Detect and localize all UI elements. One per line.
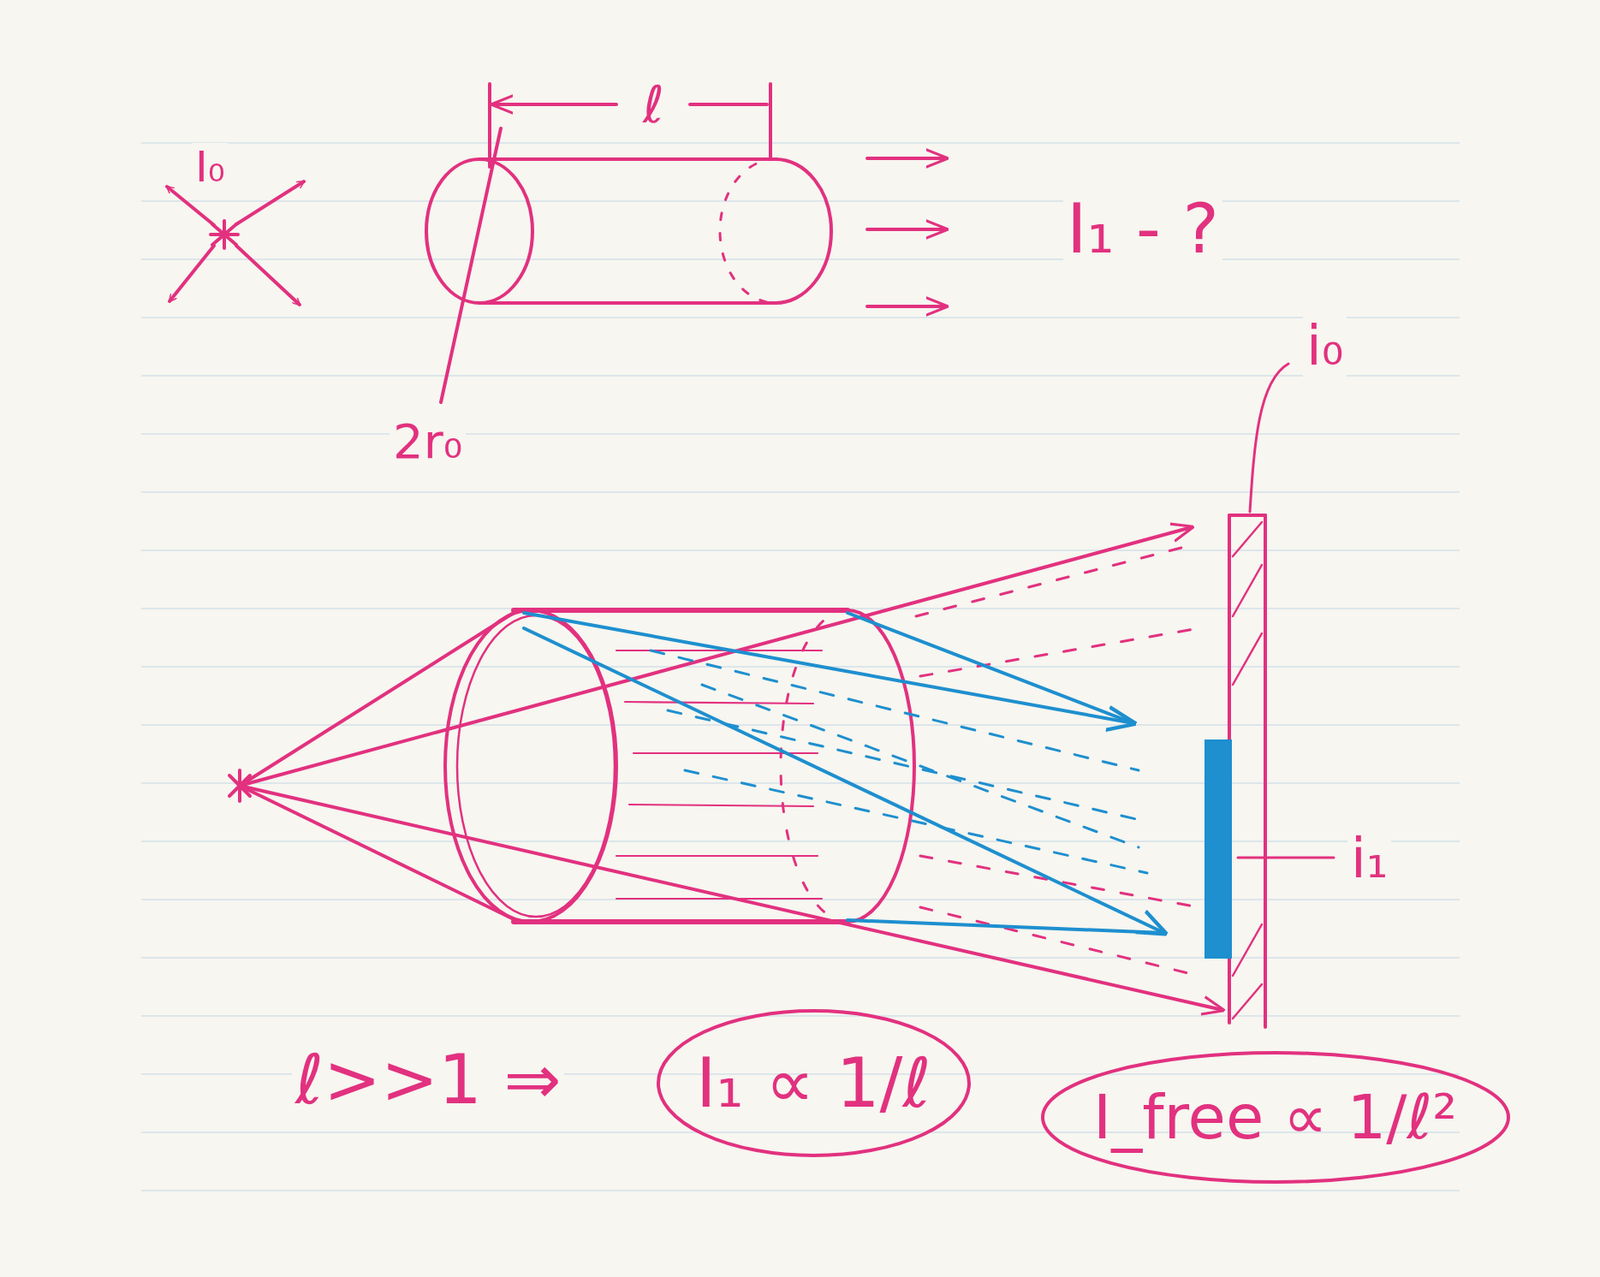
ruled-lines: [141, 374, 1460, 377]
ruled-lines: [141, 840, 1460, 843]
tube-bottom: [445, 610, 617, 922]
tube-top: [440, 128, 501, 403]
tube-bottom: [239, 612, 514, 786]
blue-rays: [847, 920, 1165, 934]
point-source-top: [166, 186, 215, 226]
ruled-lines: [141, 433, 1460, 435]
tube-bottom: [624, 701, 814, 704]
screen: [1232, 924, 1262, 976]
ruled-lines: [141, 316, 1460, 319]
dimension-length: [768, 83, 773, 159]
ruled-lines: [141, 142, 1460, 144]
dimension-length: [493, 102, 617, 107]
tube-bottom: [920, 629, 1195, 677]
tube-top: [867, 227, 946, 232]
tube-top: [479, 301, 776, 305]
sketch-label: I₀: [191, 142, 229, 193]
tube-bottom: [513, 607, 848, 613]
blue-rays: [701, 684, 1139, 848]
tube-top: [479, 157, 776, 161]
sketch-label: i₀: [1302, 315, 1347, 379]
tube-top: [719, 159, 776, 304]
ruled-lines: [141, 491, 1460, 494]
screen: [1263, 515, 1267, 1028]
blue-rays: [1204, 739, 1232, 959]
tube-top: [867, 156, 946, 161]
sketch-label: 2r₀: [389, 414, 466, 470]
formula-text: I₁ ∝ 1/ℓ: [695, 1044, 932, 1124]
tube-top: [867, 304, 946, 309]
tube-top: [775, 159, 832, 304]
circled-formula: I_free ∝ 1/ℓ²: [1040, 1050, 1511, 1185]
tube-bottom: [629, 804, 814, 807]
circled-formula: I₁ ∝ 1/ℓ: [655, 1008, 972, 1159]
tube-bottom: [915, 547, 1182, 617]
sketch-label: ℓ>>1 ⇒: [291, 1040, 565, 1120]
ruled-lines: [141, 898, 1460, 901]
point-source-top: [236, 181, 304, 225]
ruled-lines: [141, 957, 1460, 959]
blue-rays: [523, 628, 1165, 934]
dimension-length: [487, 83, 492, 167]
tube-bottom: [920, 907, 1199, 976]
ruled-lines: [141, 782, 1460, 785]
tube-bottom: [229, 527, 1223, 1011]
blue-rays: [847, 612, 1134, 724]
blue-rays: [667, 710, 1148, 822]
sketch-label: i₁: [1347, 827, 1392, 892]
ruled-lines: [141, 258, 1460, 261]
point-source-top: [166, 181, 304, 305]
tube-bottom: [616, 898, 822, 900]
blue-rays: [684, 770, 1148, 874]
point-source-top: [236, 245, 300, 305]
screen: [1237, 856, 1334, 860]
screen: [1249, 363, 1289, 512]
tube-bottom: [915, 547, 1199, 976]
ruled-lines: [141, 142, 1460, 1191]
screen: [1232, 522, 1262, 557]
blue-rays: [523, 612, 1232, 959]
tube-bottom: [239, 785, 514, 920]
blue-rays: [650, 650, 1139, 771]
ruled-lines: [141, 666, 1460, 668]
ruled-lines: [141, 1015, 1460, 1018]
tube-bottom: [239, 785, 1223, 1011]
dimension-length: [689, 102, 768, 107]
ruled-lines: [141, 200, 1460, 203]
screen: [1232, 633, 1262, 685]
screen: [1229, 363, 1334, 1028]
tube-bottom: [239, 527, 1192, 786]
dimension-length: [489, 83, 771, 167]
blue-rays: [523, 612, 1134, 724]
sketch-label: ℓ: [639, 75, 668, 135]
ruled-lines: [141, 549, 1460, 552]
blue-rays: [650, 650, 1148, 874]
tube-bottom: [513, 919, 848, 925]
screen: [1229, 513, 1266, 518]
ellipse-outline: [658, 1011, 970, 1156]
screen: [1232, 984, 1262, 1019]
tube-bottom: [616, 855, 818, 857]
formula-text: I_free ∝ 1/ℓ²: [1093, 1082, 1458, 1154]
screen: [1232, 522, 1262, 1019]
point-source-top: [169, 245, 215, 302]
ellipse-outline: [1042, 1052, 1509, 1183]
ruled-lines: [141, 1189, 1460, 1192]
screen: [1232, 565, 1262, 617]
sketch-label: I₁ - ?: [1063, 190, 1223, 269]
tube-top: [426, 128, 946, 403]
